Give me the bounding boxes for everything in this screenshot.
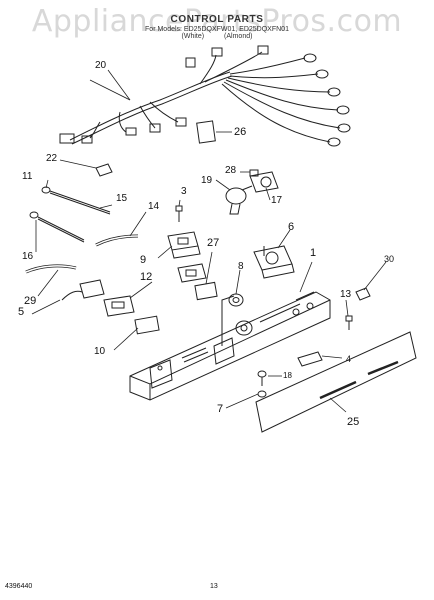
- part-22-clip: [95, 163, 113, 177]
- callout-29: 29: [24, 295, 37, 307]
- callout-1: 1: [310, 247, 317, 259]
- part-13-screw: [345, 315, 353, 330]
- callout-25: 25: [347, 416, 360, 428]
- callout-27: 27: [207, 237, 220, 249]
- part-11-probe: [41, 186, 111, 215]
- part-25-trim-strip: [255, 331, 417, 433]
- part-26-plate: [196, 120, 216, 144]
- callout-10: 10: [94, 346, 106, 357]
- part-9-switch: [167, 231, 201, 259]
- part-5-switch: [61, 279, 105, 301]
- callout-14: 14: [148, 201, 160, 212]
- callout-30: 30: [384, 254, 395, 264]
- diagram-title: CONTROL PARTS: [170, 14, 264, 25]
- callout-20: 20: [95, 60, 107, 71]
- part-4-bracket: [297, 351, 323, 367]
- callout-6: 6: [288, 221, 295, 233]
- callout-4: 4: [346, 354, 352, 364]
- part-6-thermostat: [253, 245, 295, 279]
- callout-16: 16: [22, 251, 34, 262]
- wire-harness: [59, 45, 351, 147]
- page-number: 13: [210, 583, 218, 590]
- part-10-label: [134, 315, 160, 335]
- callout-17: 17: [271, 195, 283, 206]
- part-18-screw: [257, 370, 267, 398]
- callout-7: 7: [217, 403, 224, 415]
- callout-15: 15: [116, 193, 128, 204]
- callout-5: 5: [18, 306, 25, 318]
- callout-9: 9: [140, 254, 147, 266]
- part-1-control-housing: [129, 291, 331, 401]
- model-numbers: For Models: ED25DQXFW01, ED25DQXFN01: [145, 26, 289, 33]
- callout-8: 8: [238, 261, 244, 272]
- callout-19: 19: [201, 175, 213, 186]
- diagram-header: CONTROL PARTS For Models: ED25DQXFW01, E…: [0, 14, 434, 40]
- part-16-sensor: [29, 211, 85, 243]
- part-12-switch-pair: [103, 263, 207, 317]
- part-17-socket: [241, 171, 279, 193]
- part-30-clip: [355, 287, 371, 301]
- callout-18: 18: [283, 371, 292, 380]
- part-8-knob: [228, 293, 244, 307]
- leader-lines: [31, 69, 387, 413]
- document-code: 4396440: [5, 583, 33, 590]
- part-27-label: [194, 281, 218, 301]
- callout-13: 13: [340, 289, 352, 300]
- callout-26: 26: [234, 126, 247, 138]
- callout-28: 28: [225, 165, 237, 176]
- callout-3: 3: [181, 186, 187, 197]
- part-3-screw: [175, 205, 183, 222]
- callout-22: 22: [46, 153, 58, 164]
- model-colors: (White) (Almond): [181, 33, 253, 40]
- callout-11: 11: [22, 171, 33, 182]
- part-28-clip: [249, 169, 259, 177]
- part-19-bulb: [225, 187, 247, 215]
- callout-12: 12: [140, 271, 153, 283]
